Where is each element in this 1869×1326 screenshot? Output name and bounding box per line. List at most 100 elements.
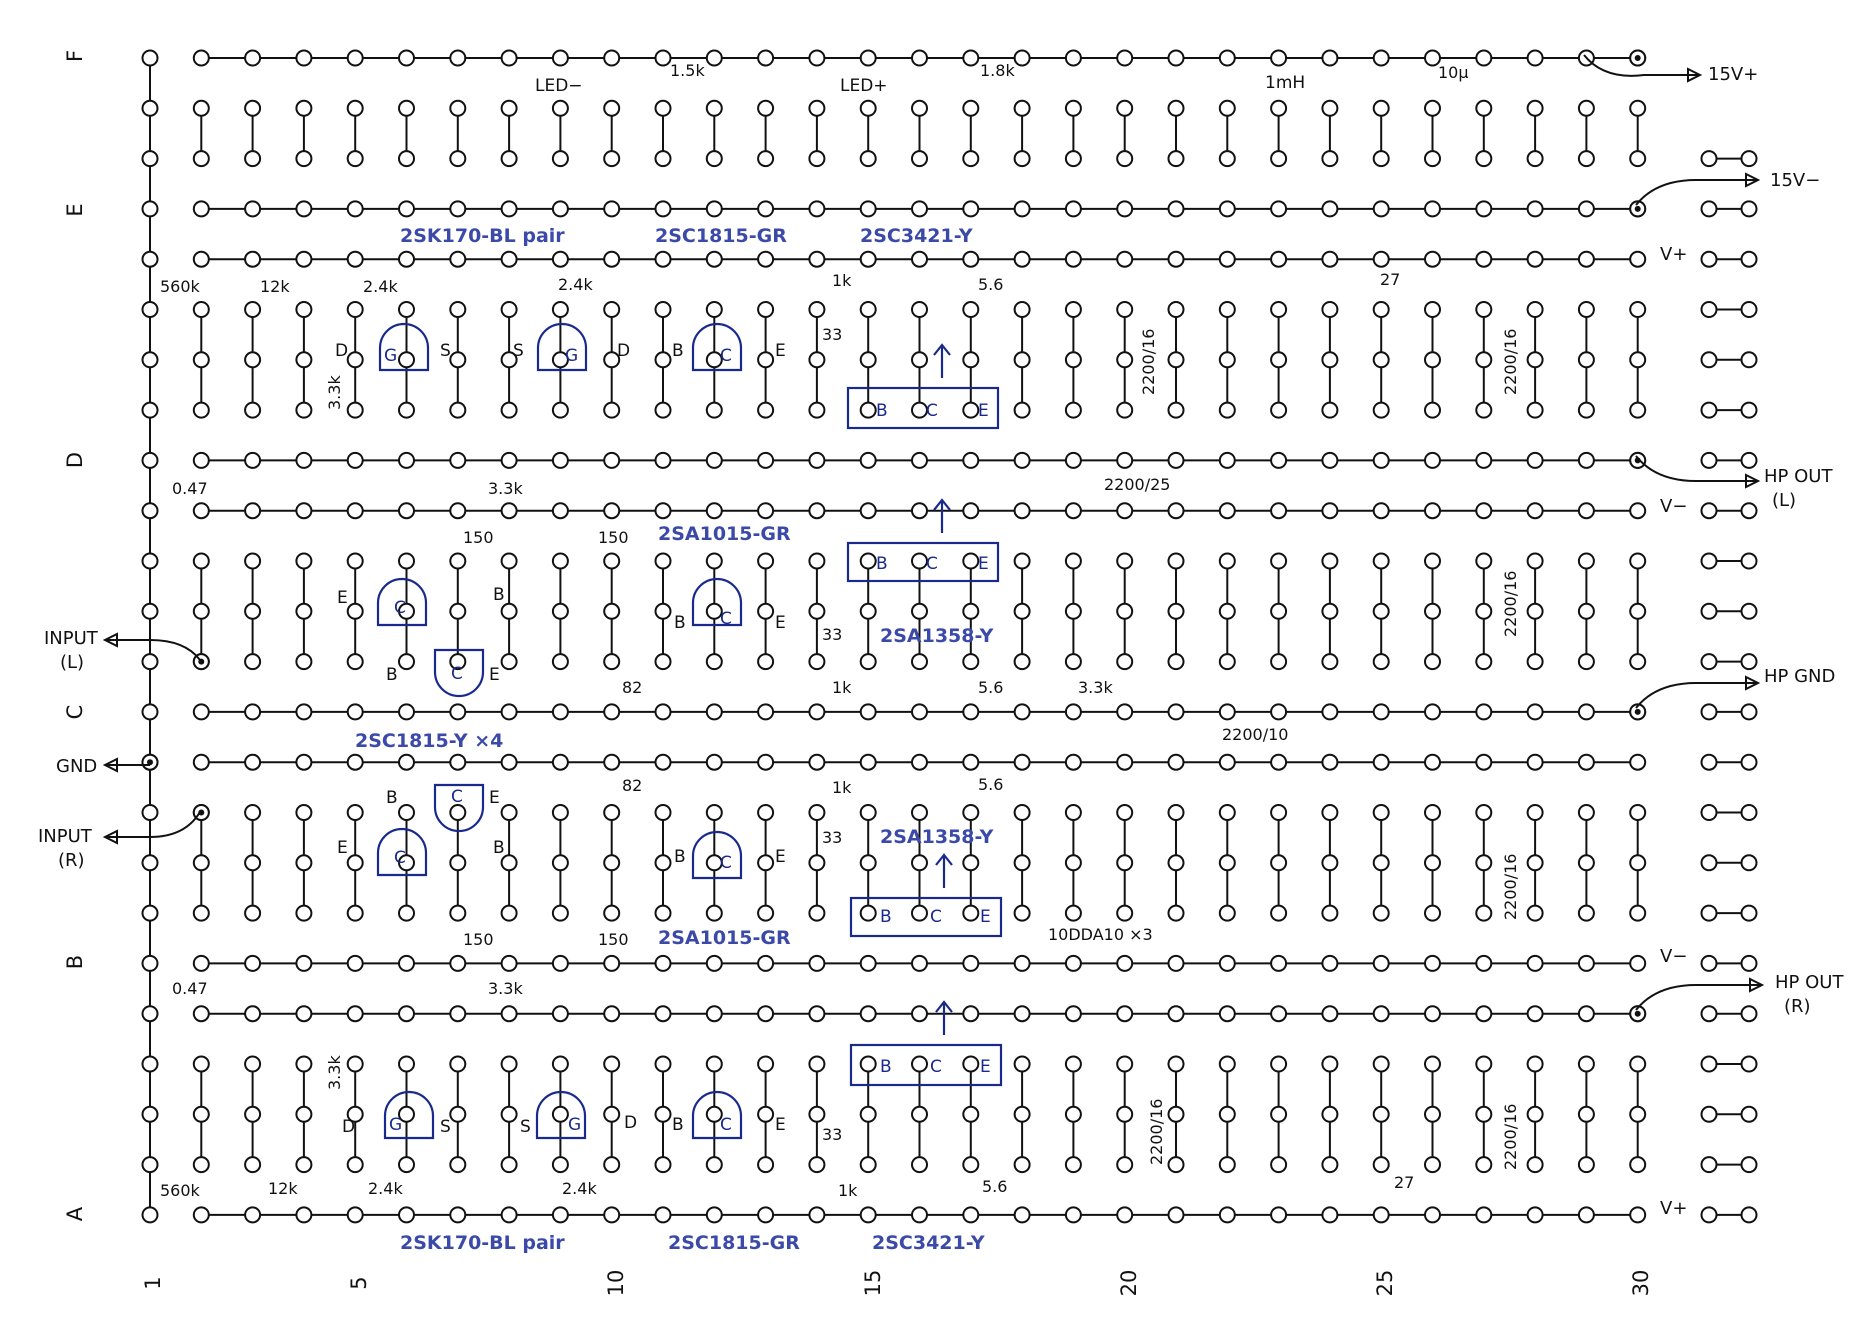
pad [1629,1055,1647,1073]
pad [962,552,980,570]
pad [1577,99,1595,117]
pin-e: E [337,838,348,858]
pad [500,904,518,922]
pad [192,1105,210,1123]
pad [398,1105,415,1123]
pad [654,954,672,972]
label-2sc1815y: 2SC1815-Y ×4 [355,730,503,752]
pad [911,301,928,318]
pad [1218,451,1236,469]
transistor-bodies [376,322,1003,1140]
pad [1013,753,1031,771]
pad [1526,200,1544,218]
pad [1629,552,1647,570]
pad [1700,703,1718,721]
pad [1270,401,1288,419]
pad [346,1156,364,1174]
pad [1218,301,1236,318]
r-2k4-top2-label: 2.4k [558,275,593,294]
pad [500,150,518,168]
pad [911,49,928,67]
pad [654,200,672,218]
pad [859,753,877,771]
pad [244,1206,262,1224]
pad [962,1206,980,1224]
pad [705,351,723,369]
pad [1218,1156,1236,1174]
pad [808,502,826,520]
pad [398,351,415,369]
pad [962,301,980,318]
pad [603,150,621,168]
pad [500,552,518,570]
pad [1577,804,1595,821]
pad [244,602,262,620]
pad [1629,602,1647,620]
label-2sc1815gr-top: 2SC1815-GR [655,225,787,247]
pad [1064,854,1082,872]
pad [1321,351,1339,369]
pad [1013,451,1031,469]
pad [1700,150,1718,168]
pad [962,99,980,117]
pad [141,954,159,972]
pad [449,954,467,972]
pad [1475,1005,1493,1023]
pad [295,502,313,520]
r-1k8-label: 1.8k [980,61,1015,80]
pad [705,49,723,67]
label-hpout-r: HP OUT [1775,972,1844,993]
pad [1424,552,1441,570]
pad [1321,250,1339,268]
pad [141,451,159,469]
r-3k3-bot-label: 3.3k [488,979,523,998]
pad [1629,804,1647,821]
pad [1424,1156,1441,1174]
pad [1167,1055,1185,1073]
r-12k-bot-label: 12k [268,1179,298,1198]
label-hpout-r-sub: (R) [1784,996,1811,1017]
pad [141,854,159,872]
transistor-body [691,322,743,372]
pad [500,451,518,469]
r-5r6-bot-label: 5.6 [978,775,1003,794]
pad [1167,401,1185,419]
pad [398,1055,415,1073]
pad [295,401,313,419]
pad [1700,301,1718,318]
r-1k-bot-label: 1k [832,778,852,797]
pad [1475,653,1493,671]
pad [551,200,569,218]
pad [1270,1055,1288,1073]
pad [398,954,415,972]
pad [500,804,518,821]
pad [244,301,262,318]
pad [962,451,980,469]
label-input-r-sub: (R) [58,850,85,871]
pad [1218,1055,1236,1073]
pad [1167,1105,1185,1123]
r-150-bot-label: 150 [463,930,494,949]
pad [346,200,364,218]
pad [1321,653,1339,671]
pad [654,150,672,168]
r-560k-bot-label: 560k [160,1181,201,1200]
pad [603,49,621,67]
pad [1064,49,1082,67]
pad [1629,502,1647,520]
pad [1740,954,1758,972]
pin-c: C [926,554,938,574]
r-5r6-mid-label: 5.6 [978,678,1003,697]
pad [244,49,262,67]
pad [1577,401,1595,419]
pad [1167,49,1185,67]
pad [346,1005,364,1023]
pad [551,1206,569,1224]
pad [398,451,415,469]
pad [1013,1105,1031,1123]
pad [808,954,826,972]
pad [1013,1055,1031,1073]
jfet-body [378,322,430,372]
pad [1475,451,1493,469]
pad [1218,954,1236,972]
